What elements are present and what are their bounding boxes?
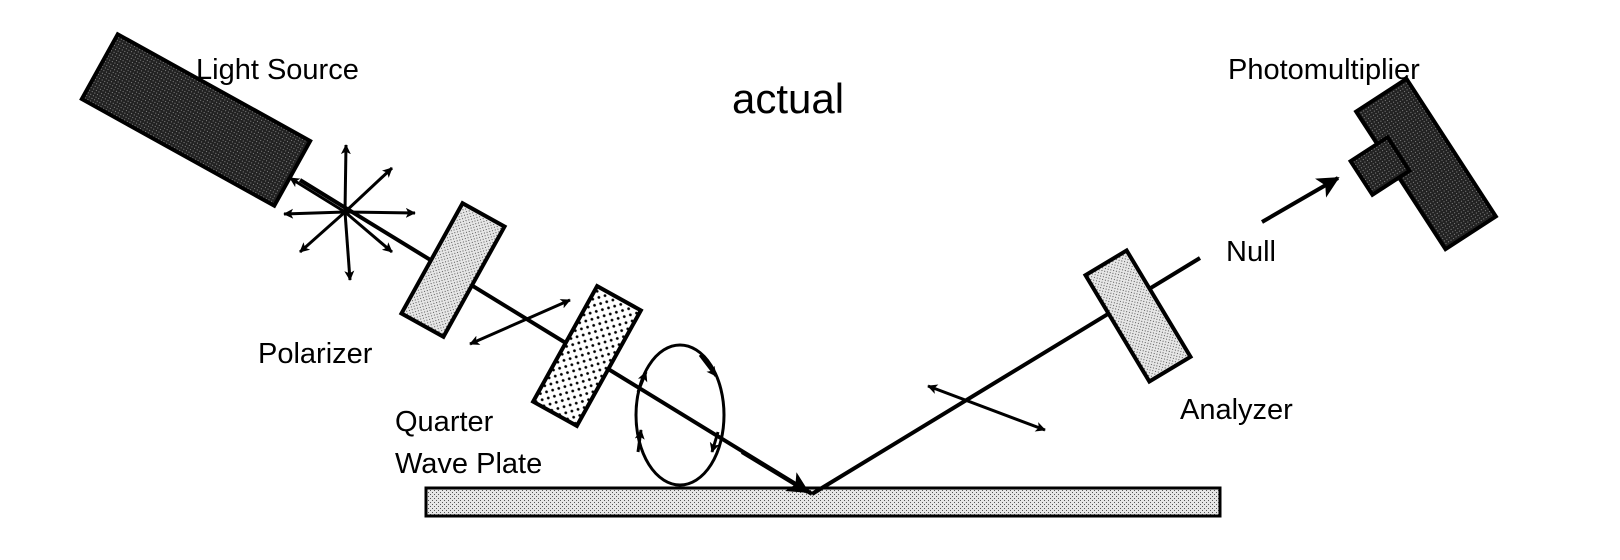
quarter-wave-plate-label-line1: Quarter xyxy=(395,406,494,438)
ellipse-arrow-left xyxy=(634,429,645,453)
reflected-polarization-arrow xyxy=(927,384,1046,432)
linear-polarization-arrow xyxy=(469,298,571,346)
quarter-wave-plate-label-line2: Wave Plate xyxy=(395,448,543,480)
polarizer xyxy=(398,200,508,340)
photomultiplier xyxy=(1347,76,1499,252)
ellipse-arrow-right xyxy=(709,431,720,453)
reflected-beam-to-detector xyxy=(1260,176,1340,224)
quarter-wave-plate xyxy=(530,283,644,429)
analyzer-label: Analyzer xyxy=(1180,394,1293,426)
unpolarized-light-starburst xyxy=(283,144,416,281)
incident-beam-arrow xyxy=(740,450,810,494)
diagram-title: actual xyxy=(732,75,845,122)
elliptical-polarization xyxy=(634,343,726,487)
ellipse-arrow-upper-left xyxy=(636,371,648,393)
light-source-label: Light Source xyxy=(196,54,359,86)
ellipse-arrow-top xyxy=(698,354,718,377)
analyzer xyxy=(1082,247,1194,385)
photomultiplier-label: Photomultiplier xyxy=(1228,54,1420,86)
sample-surface xyxy=(424,486,1222,518)
incident-beam xyxy=(298,178,814,496)
null-label: Null xyxy=(1226,236,1276,268)
polarizer-label: Polarizer xyxy=(258,338,373,370)
light-source-block xyxy=(79,31,313,209)
